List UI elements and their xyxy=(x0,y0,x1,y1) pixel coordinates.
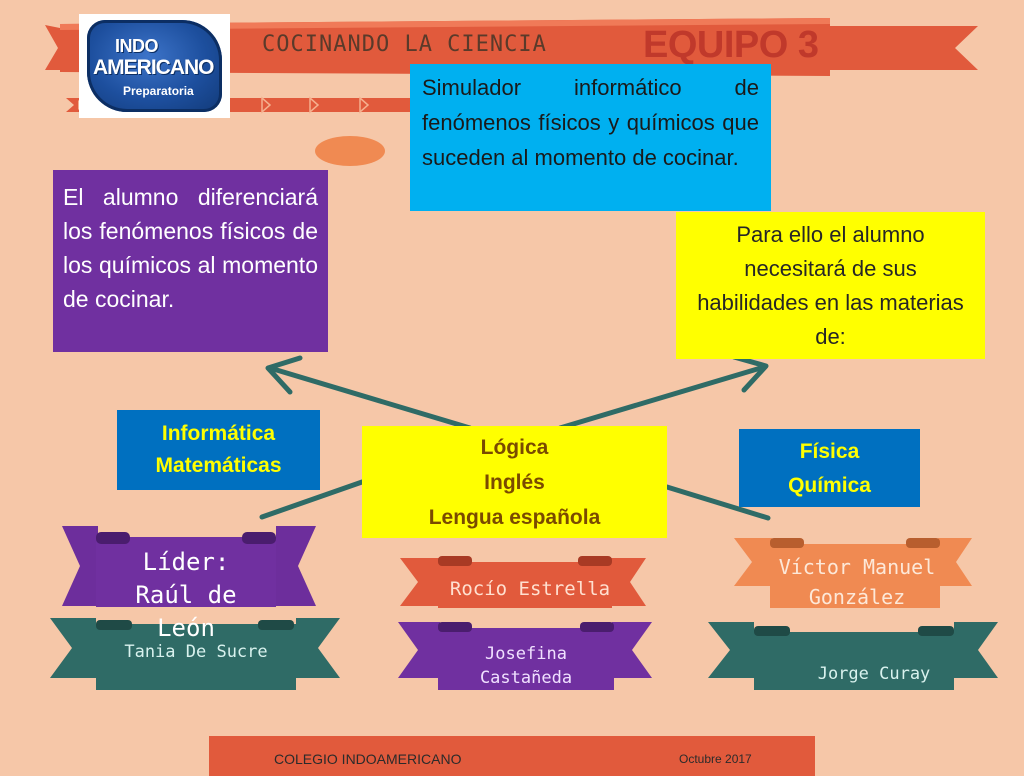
subject-informatica: Informática xyxy=(161,422,276,445)
simulator-description: Simulador informático de fenómenos físic… xyxy=(410,64,771,211)
member-josefina-last: Castañeda xyxy=(479,668,573,688)
connector-arrows xyxy=(259,354,771,521)
footer-bar: COLEGIO INDOAMERICANO Octubre 2017 xyxy=(209,736,815,776)
subject-lengua-espanola: Lengua española xyxy=(428,506,601,529)
leader-label: Líder: xyxy=(142,548,230,576)
subjects-center-box: Lógica Inglés Lengua española xyxy=(362,426,667,538)
team-title: EQUIPO 3 xyxy=(643,24,819,66)
subject-quimica: Química xyxy=(788,474,871,497)
logo-line-americano: AMERICANO xyxy=(93,56,214,79)
member-victor-first: Víctor Manuel xyxy=(778,555,936,579)
header-title: COCINANDO LA CIENCIA xyxy=(262,32,547,57)
member-rocio: Rocío Estrella xyxy=(449,578,611,600)
logo-line-indo: INDO xyxy=(115,36,159,56)
tania-ribbon xyxy=(50,618,340,690)
subjects-right-box: Física Química xyxy=(739,429,920,507)
skills-description: Para ello el alumno necesitará de sus ha… xyxy=(676,212,985,359)
member-josefina: Josefina Castañeda xyxy=(438,642,614,690)
member-josefina-first: Josefina xyxy=(485,644,567,664)
header-banner xyxy=(45,18,978,76)
member-tania: Tania De Sucre xyxy=(124,642,268,662)
subject-matematicas: Matemáticas xyxy=(155,454,282,477)
logo-emblem: INDO AMERICANO Preparatoria xyxy=(87,20,222,112)
school-logo: INDO AMERICANO Preparatoria xyxy=(79,14,230,118)
footer-college: COLEGIO INDOAMERICANO xyxy=(274,751,462,767)
rocio-ribbon xyxy=(400,556,646,608)
josefina-ribbon xyxy=(398,622,652,690)
member-jorge: Jorge Curay xyxy=(817,664,931,684)
member-victor-last: González xyxy=(808,585,906,609)
subject-ingles: Inglés xyxy=(484,471,545,494)
subject-logica: Lógica xyxy=(480,436,549,459)
jorge-ribbon xyxy=(708,622,998,690)
member-victor: Víctor Manuel González xyxy=(752,552,962,612)
subject-fisica: Física xyxy=(799,440,860,463)
objective-description: El alumno diferenciará los fenómenos fís… xyxy=(53,170,328,352)
leader-ribbon xyxy=(62,526,316,607)
leader-last-name: León xyxy=(157,614,215,642)
victor-ribbon xyxy=(734,538,972,608)
subjects-left-box: Informática Matemáticas xyxy=(117,410,320,490)
footer-date: Octubre 2017 xyxy=(679,752,752,766)
leader-first-name: Raúl de xyxy=(135,581,237,609)
logo-line-preparatoria: Preparatoria xyxy=(123,84,194,98)
leader-name: Líder: Raúl de León xyxy=(96,546,276,645)
orange-oval xyxy=(315,136,385,166)
